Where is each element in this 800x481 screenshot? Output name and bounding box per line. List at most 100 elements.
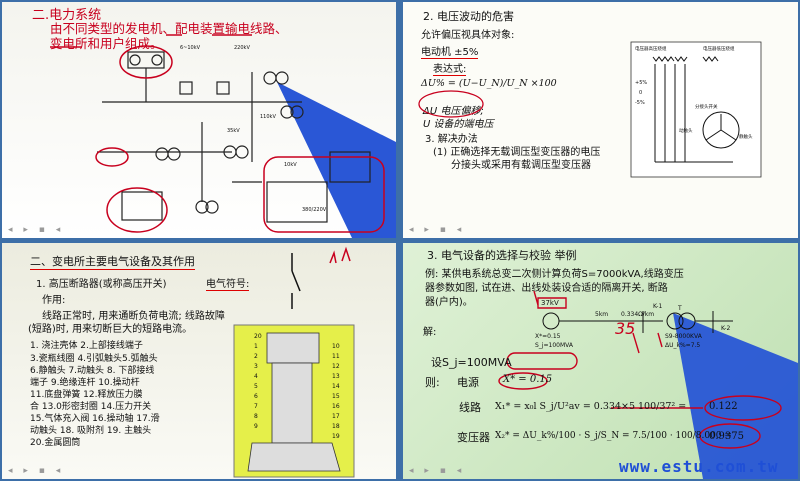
voltage-label: 110kV [260,114,276,120]
voltage-label: 6~10kV [180,45,201,51]
slide-power-system[interactable]: 二.电力系统 由不同类型的发电机、配电装置输电线路、 变电所和用户组成。 [2,2,396,238]
parts-line: 11.底盘弹簧 12.释放压力膜 [30,390,143,400]
transformer-equation: X₂* = ΔU_k%/100 · S_j/S_N = 7.5/100 · 10… [495,431,732,441]
tap-changer-diagram [418,41,762,178]
role-text-2: (短路)时, 用来切断巨大的短路电流。 [28,324,193,335]
allow-text: 允许偏压视具体对象: [421,30,515,41]
slide-title: 3. 电气设备的选择与校验 举例 [427,249,577,262]
part-number: 4 [254,373,258,380]
part-number: 18 [332,423,340,430]
parts-line: 1. 浇注壳体 2.上部接线端子 [30,341,143,351]
slide-voltage-fluctuation[interactable]: 2. 电压波动的危害 允许偏压视具体对象: 电动机 ±5% 表达式: ΔU% =… [403,2,798,238]
parts-line: 15.气体充入阀 16.操动轴 17.滑 [30,414,160,424]
slide-substation-equipment[interactable]: 二、变电所主要电气设备及其作用 1. 高压断路器(或称高压开关) 电气符号: 作… [2,243,396,479]
blue-swoosh [277,82,396,238]
slide-nav[interactable]: ◂ ▸ ▪ ◂ [409,225,466,235]
diagram-label: +5% [635,80,648,86]
diagram-label: 0 [639,90,643,96]
definition-1: ΔU 电压偏移; [423,106,484,117]
example-line-3: 器(户内)。 [425,297,473,308]
voltage-label: 35kV [227,128,240,134]
voltage-label: 220kV [234,45,250,51]
part-number: 5 [254,383,258,390]
part-number: 9 [254,423,258,430]
diagram-label: -5% [635,100,645,106]
part-number: 8 [254,413,258,420]
diagram-label: 动触头 [679,129,693,134]
power-system-diagram [50,34,396,238]
parts-line: 合 13.0形密封圈 14.压力开关 [30,402,152,412]
site-watermark: www.estu.com.tw [619,457,779,476]
diagram-label: 分接头开关 [695,105,718,110]
transformer-section-label: 变压器 [457,431,490,444]
transformer-result: 0.9375 [709,431,744,442]
base-power: S_j=100MVA [535,342,573,349]
base-assumption: 设S_j=100MVA [431,356,512,369]
part-number: 14 [332,383,340,390]
part-number: 13 [332,373,340,380]
fault-point-k1: K-1 [653,303,663,310]
slide-title: 二、变电所主要电气设备及其作用 [30,255,195,270]
line-result: 0.122 [709,401,738,412]
transformer-rating: S9-8000KVA [665,333,702,340]
source-voltage: 37kV [541,299,559,307]
part-number: 11 [332,353,340,360]
part-number: 17 [332,413,340,420]
slide-title: 二.电力系统 [32,8,102,23]
slide-title: 2. 电压波动的危害 [423,10,514,23]
slide-nav[interactable]: ◂ ▸ ▪ ◂ [8,466,65,476]
line-impedance: 0.334Ω/km [621,311,655,318]
line-length: 5km [595,311,609,318]
source-label: 电源 [457,376,479,389]
formula: ΔU% = (U−U_N)/U_N ×100 [421,78,557,89]
then-label: 则: [425,376,440,389]
source-reactance: X*=0.15 [535,333,561,340]
diagram-label: 电压器高压绕组 [635,47,667,52]
symbol-label: 电气符号: [206,275,250,291]
line-label: 线路 [459,401,481,414]
item-breaker: 1. 高压断路器(或称高压开关) [36,279,167,290]
diagram-label: 静触头 [739,135,753,140]
role-label: 作用: [42,295,66,306]
parts-line: 6.静触头 7.动触头 8. 下部接线 [30,366,155,376]
part-number: 3 [254,363,258,370]
voltage-label: 380/220V [302,207,327,213]
part-number: 7 [254,403,258,410]
example-line-1: 例: 某供电系统总变二次侧计算负荷S=7000kVA,线路变压 [425,269,684,280]
breaker-figure [233,246,355,478]
example-line-2: 器参数如图, 试在进、出线处装设合适的隔离开关, 断路 [425,283,668,294]
part-number: 15 [332,393,340,400]
solution-heading: 3. 解决办法 [425,134,478,145]
transformer-label: T [678,305,682,312]
line-equation: X₁* = x₀l S_j/U²av = 0.334×5 100/37² = [495,401,687,412]
diagram-label: 电压器低压绕组 [703,47,735,52]
part-number: 1 [254,343,258,350]
part-number: 2 [254,353,258,360]
part-number: 19 [332,433,340,440]
definition-2: U 设备的端电压 [423,119,494,130]
solution-line-2: 分接头或采用有载调压型变压器 [451,160,591,171]
part-number: 16 [332,403,340,410]
intro-line-1: 由不同类型的发电机、配电装置输电线路、 [50,21,288,36]
transformer-impedance: ΔU_k%=7.5 [665,342,701,349]
expression-label: 表达式: [433,60,467,76]
handwritten-35: 35 [615,319,636,338]
example-circuit [498,290,798,479]
role-text-1: 线路正常时, 用来通断负荷电流; 线路故障 [42,311,225,322]
source-value: X* = 0.15 [503,374,553,385]
solution-line-1: (1) 正确选择无载调压型变压器的电压 [433,147,601,158]
solution-label: 解: [423,327,437,338]
part-number: 12 [332,363,340,370]
parts-line: 3.瓷瓶线圈 4.引弧触头5.弧触头 [30,354,158,364]
parts-line: 端子 9.绝缘连杆 10.操动杆 [30,378,140,388]
voltage-label: 10kV [284,162,297,168]
fault-point-k2: K-2 [721,325,731,332]
parts-line: 动触头 18. 吸附剂 19. 主触头 [30,426,152,436]
slide-nav[interactable]: ◂ ▸ ▪ ◂ [409,466,466,476]
slide-equipment-selection[interactable]: 3. 电气设备的选择与校验 举例 例: 某供电系统总变二次侧计算负荷S=7000… [403,243,798,479]
part-number: 20 [254,333,262,340]
motor-tolerance: 电动机 ±5% [421,43,479,59]
part-number: 6 [254,393,258,400]
slide-nav[interactable]: ◂ ▸ ▪ ◂ [8,225,65,235]
parts-line: 20.金属圆筒 [30,438,81,448]
